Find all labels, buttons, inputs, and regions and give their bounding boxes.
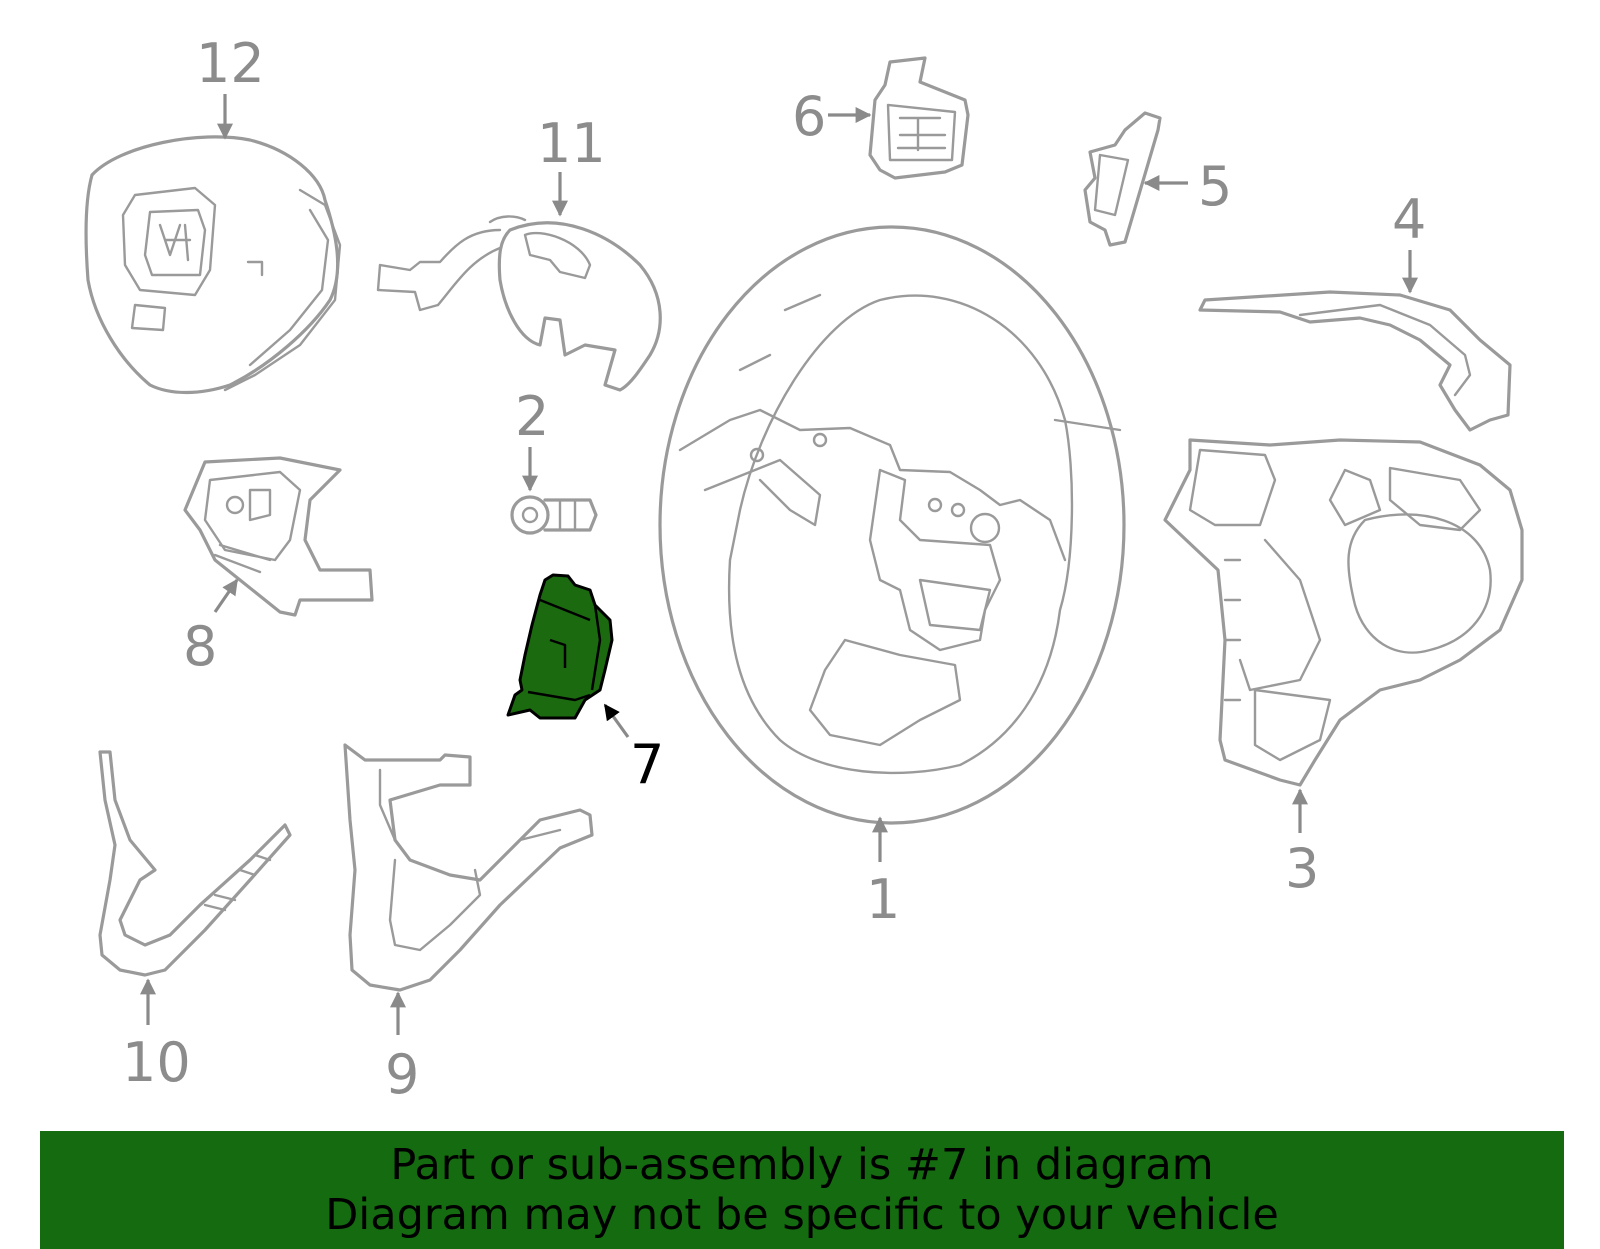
callout-1: 1 [866,868,900,931]
part-9-cover[interactable] [343,743,594,992]
part-11-harness[interactable] [376,215,662,392]
part-1-steering-wheel[interactable] [658,225,1126,825]
leader-8 [213,578,239,613]
banner-line-2: Diagram may not be specific to your vehi… [325,1190,1279,1240]
callout-9: 9 [385,1043,419,1106]
part-8-switch[interactable] [183,456,374,617]
part-2-screw[interactable] [510,495,598,535]
callout-5: 5 [1198,155,1232,218]
part-12-airbag[interactable] [84,135,342,395]
part-7-highlighted[interactable] [506,573,614,720]
callout-4: 4 [1392,188,1426,251]
banner-line-1: Part or sub-assembly is #7 in diagram [390,1140,1214,1190]
callout-12: 12 [196,32,265,95]
part-10-garnish[interactable] [98,750,292,977]
part-4-trim[interactable] [1198,290,1512,432]
callout-11: 11 [537,112,606,175]
callout-6: 6 [792,85,826,148]
callout-3: 3 [1285,837,1319,900]
part-3-rear-cover[interactable] [1163,438,1524,787]
info-banner: Part or sub-assembly is #7 in diagram Di… [40,1131,1564,1249]
callout-10: 10 [122,1031,191,1094]
leader-7 [603,703,630,738]
callout-2: 2 [515,385,549,448]
callout-7: 7 [630,733,664,796]
callout-8: 8 [183,615,217,678]
part-6-switch[interactable] [868,56,970,180]
part-5-switch[interactable] [1083,111,1162,247]
